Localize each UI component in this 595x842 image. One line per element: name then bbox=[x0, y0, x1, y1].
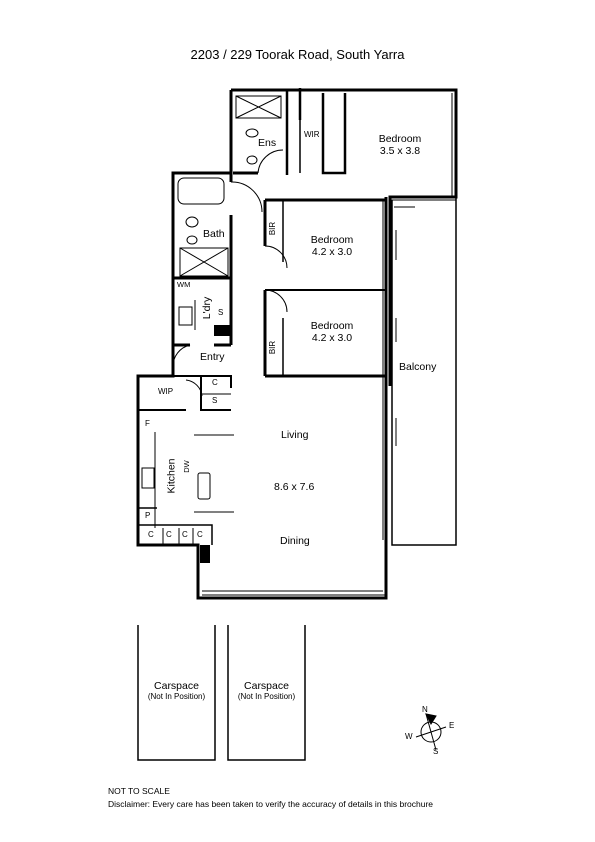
compass-west-label: W bbox=[405, 732, 413, 741]
entry-label: Entry bbox=[200, 351, 225, 363]
bedroom-3-label: Bedroom bbox=[310, 320, 354, 332]
ensuite-label: Ens bbox=[258, 137, 277, 149]
carspace-1-note: (Not In Position) bbox=[147, 692, 206, 701]
compass-east-label: E bbox=[449, 721, 455, 730]
cupboard-label: C bbox=[148, 530, 154, 539]
kitchen-label: Kitchen bbox=[165, 458, 178, 494]
disclaimer-text: Disclaimer: Every care has been taken to… bbox=[108, 799, 434, 809]
scale-note: NOT TO SCALE bbox=[108, 786, 170, 796]
bedroom-3-size: 4.2 x 3.0 bbox=[311, 332, 353, 344]
cupboard-label: C bbox=[197, 530, 203, 539]
bedroom-2-label: Bedroom bbox=[310, 234, 354, 246]
carspace-1: Carspace (Not In Position) bbox=[138, 680, 215, 701]
carspace-2: Carspace (Not In Position) bbox=[228, 680, 305, 701]
laundry-label: L'dry bbox=[201, 296, 214, 320]
carspace-outline-1 bbox=[137, 625, 216, 761]
wip-label: WIP bbox=[158, 387, 174, 396]
compass-south-label: S bbox=[433, 747, 439, 756]
washing-machine-label: WM bbox=[177, 280, 191, 289]
cupboard-label: C bbox=[166, 530, 172, 539]
living-label: Living bbox=[281, 429, 309, 441]
plan-title: 2203 / 229 Toorak Road, South Yarra bbox=[190, 47, 405, 62]
balcony-label: Balcony bbox=[399, 361, 437, 373]
cupboard-label: C bbox=[182, 530, 188, 539]
carspace-2-note: (Not In Position) bbox=[237, 692, 296, 701]
carspace-outline-2 bbox=[227, 625, 306, 761]
dishwasher-label: DW bbox=[181, 460, 191, 473]
bedroom-1-size: 3.5 x 3.8 bbox=[379, 145, 421, 157]
bedroom-2-size: 4.2 x 3.0 bbox=[311, 246, 353, 258]
bedroom-1-label: Bedroom bbox=[378, 133, 422, 145]
cupboard-label-top: C bbox=[212, 378, 218, 387]
compass-rose-icon bbox=[415, 713, 447, 751]
pantry-label: P bbox=[145, 511, 151, 520]
dining-label: Dining bbox=[280, 535, 310, 547]
carspace-2-label: Carspace bbox=[244, 680, 289, 692]
storage-label-2: S bbox=[212, 396, 218, 405]
fridge-label: F bbox=[145, 419, 150, 428]
living-size: 8.6 x 7.6 bbox=[274, 481, 315, 493]
bir-label-2: BIR bbox=[268, 340, 278, 355]
wir-label: WIR bbox=[304, 130, 320, 139]
storage-label-1: S bbox=[218, 308, 224, 317]
bath-label: Bath bbox=[203, 228, 225, 240]
compass-north-label: N bbox=[422, 705, 428, 714]
bir-label-1: BIR bbox=[268, 221, 278, 236]
carspace-1-label: Carspace bbox=[154, 680, 199, 692]
